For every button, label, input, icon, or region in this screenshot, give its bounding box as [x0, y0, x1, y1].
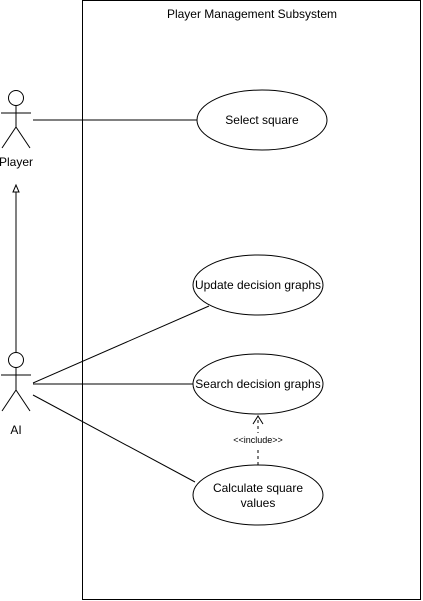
associations: [32, 119, 210, 483]
include-label-background: [226, 433, 290, 447]
use-case-ellipse: [196, 89, 328, 151]
actor-head-icon: [8, 90, 24, 106]
use-case-search-decision-graphs[interactable]: Search decision graphs: [192, 353, 324, 415]
include-relationship[interactable]: <<include>>: [226, 415, 290, 465]
association-ai-update-decision-graphs[interactable]: [32, 305, 210, 384]
actor-player-label: Player: [0, 155, 33, 169]
actor-ai[interactable]: [1, 352, 31, 412]
use-case-ellipse: [192, 353, 324, 415]
use-case-label: Update decision graphs: [195, 278, 321, 292]
actor-left-leg-icon: [1, 126, 17, 149]
use-case-label-line-1: Calculate square: [213, 481, 303, 495]
use-case-ellipse: [192, 464, 324, 526]
use-case-label-line-2: values: [241, 496, 276, 510]
system-boundary-title: Player Management Subsystem: [167, 7, 337, 21]
actor-player[interactable]: [1, 90, 31, 149]
actor-ai-label: AI: [10, 423, 21, 437]
generalization-ai-player[interactable]: [12, 183, 20, 352]
association-ai-calculate-square-values[interactable]: [32, 394, 196, 483]
actor-right-leg-icon: [15, 126, 31, 149]
actor-right-leg-icon: [15, 389, 31, 412]
use-case-select-square[interactable]: Select square: [196, 89, 328, 151]
include-arrowhead-icon: [252, 415, 264, 425]
use-case-label: Select square: [225, 113, 299, 127]
use-case-ellipse: [192, 254, 324, 316]
use-case-update-decision-graphs[interactable]: Update decision graphs: [192, 254, 324, 316]
generalization-arrowhead-icon: [12, 183, 20, 193]
actor-head-icon: [8, 352, 24, 368]
actor-left-leg-icon: [1, 389, 17, 412]
include-label: <<include>>: [233, 435, 283, 445]
use-case-label: Search decision graphs: [195, 377, 320, 391]
use-case-calculate-square-values[interactable]: Calculate square values: [192, 464, 324, 526]
